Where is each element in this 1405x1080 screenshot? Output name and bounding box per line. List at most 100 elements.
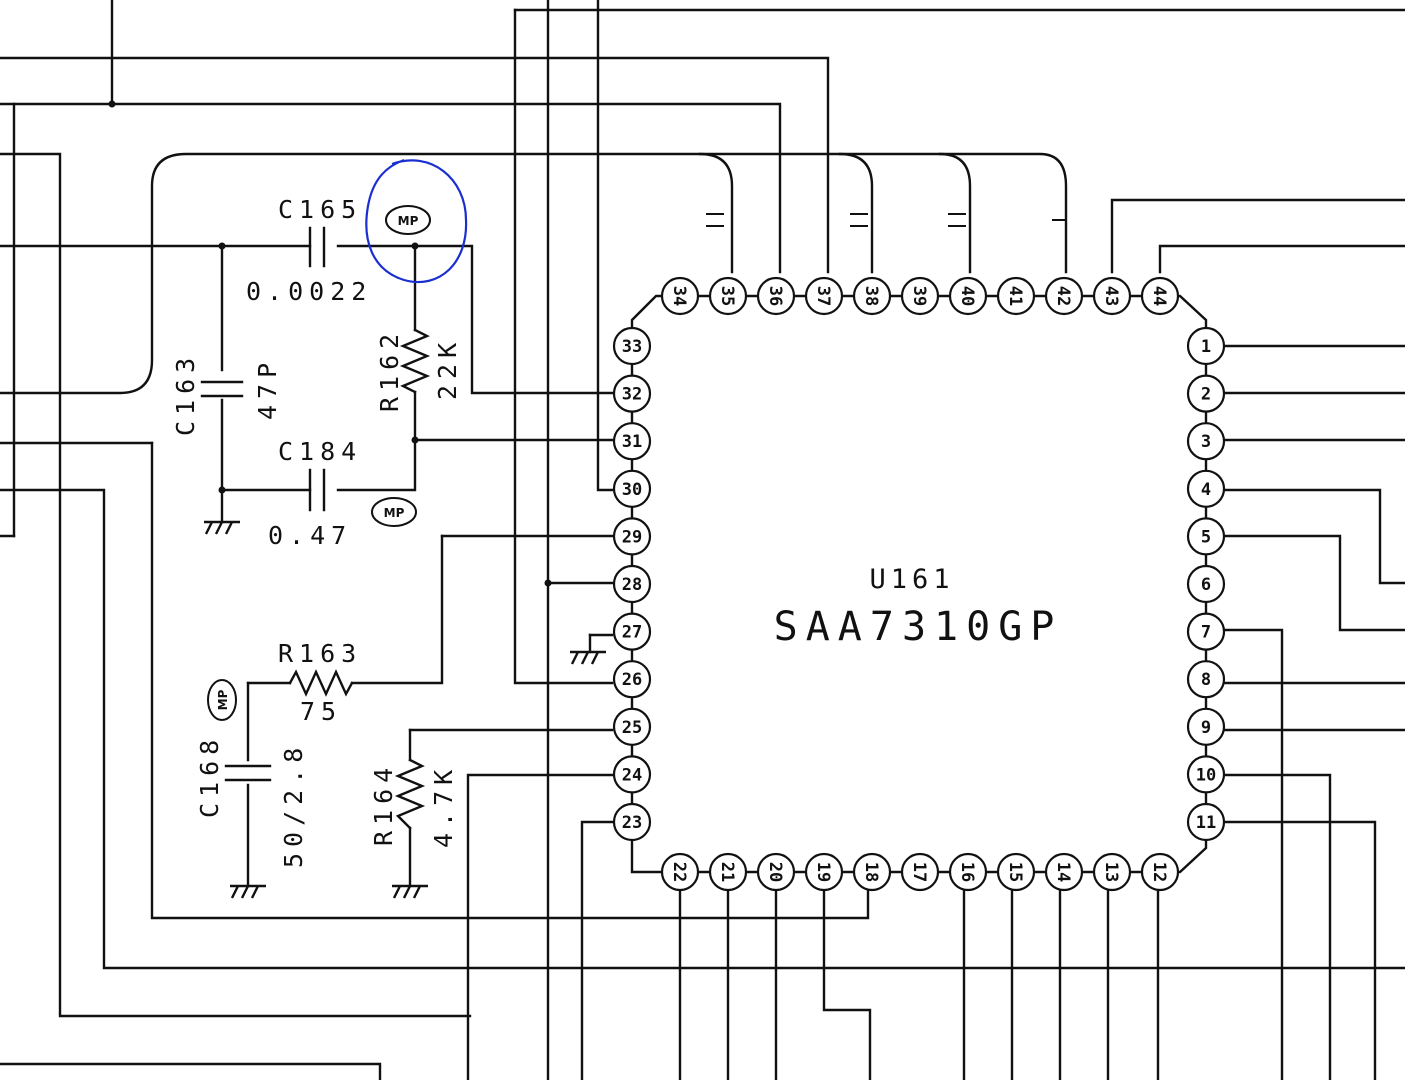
pin-8: 8: [1186, 660, 1226, 699]
c184-ref: C184: [278, 437, 362, 466]
r163-ref: R163: [278, 639, 362, 668]
pin-number-3: 3: [1201, 432, 1211, 452]
pin-number-32: 32: [622, 385, 642, 405]
pin-number-8: 8: [1201, 670, 1211, 690]
pin-43: 43: [1092, 276, 1132, 316]
pin-number-40: 40: [957, 286, 977, 306]
pin-number-19: 19: [813, 862, 833, 882]
resistor-r162: [399, 328, 431, 394]
pin-number-7: 7: [1201, 623, 1211, 643]
pin-number-33: 33: [622, 337, 642, 357]
pin-number-14: 14: [1053, 862, 1073, 882]
pin-2: 2: [1186, 374, 1226, 413]
pin-15: 15: [996, 852, 1036, 892]
r164-value: 4.7K: [429, 764, 458, 848]
pin-number-39: 39: [909, 286, 929, 306]
ground-symbol-c184: [204, 520, 240, 535]
pin-number-16: 16: [957, 862, 977, 882]
pin-number-10: 10: [1196, 765, 1216, 785]
pin-number-27: 27: [622, 623, 642, 643]
pin-14: 14: [1044, 852, 1084, 892]
r164-ref: R164: [369, 762, 398, 846]
pin-33: 33: [612, 326, 652, 366]
pin-number-24: 24: [622, 765, 642, 785]
resistor-r164: [394, 758, 426, 830]
chip-part-number: SAA7310GP: [774, 604, 1063, 650]
resistor-r163: [288, 669, 354, 697]
capacitor-c165: [308, 226, 326, 268]
pin-number-17: 17: [909, 862, 929, 882]
pin-4: 4: [1186, 469, 1226, 508]
pin-5: 5: [1186, 517, 1226, 556]
c168-value: 50/2.8: [279, 742, 308, 868]
pin-31: 31: [612, 422, 652, 461]
pin-28: 28: [612, 564, 652, 604]
pin-number-18: 18: [861, 862, 881, 882]
pin-26: 26: [612, 660, 652, 699]
pin-number-12: 12: [1149, 862, 1169, 882]
pin-number-22: 22: [669, 862, 689, 882]
pin-22: 22: [660, 852, 700, 892]
pin-1: 1: [1186, 326, 1226, 366]
r163-value: 75: [300, 697, 342, 726]
svg-text:MP: MP: [398, 214, 419, 228]
pin-29: 29: [612, 517, 652, 556]
pin-number-29: 29: [622, 527, 642, 547]
ground-symbol-r164: [392, 884, 428, 899]
pin-number-41: 41: [1005, 286, 1025, 306]
pin-number-36: 36: [765, 286, 785, 306]
r162-value: 22K: [433, 337, 462, 400]
pin-number-1: 1: [1201, 337, 1211, 357]
pin-17: 17: [900, 852, 940, 892]
pin-number-4: 4: [1201, 480, 1211, 500]
pins-bottom-side: 22 21 20 19 18 17 16 15 14 13 12: [660, 852, 1180, 892]
hand-drawn-highlight-circle: [365, 158, 468, 283]
pin-number-37: 37: [813, 286, 833, 306]
pin-20: 20: [756, 852, 796, 892]
pin-37: 37: [804, 276, 844, 316]
pin-9: 9: [1186, 707, 1226, 746]
test-point-mp-2: MP: [371, 497, 417, 527]
pin-36: 36: [756, 276, 796, 316]
pin-number-31: 31: [622, 432, 642, 452]
pin-number-21: 21: [717, 862, 737, 882]
pin-number-5: 5: [1201, 527, 1211, 547]
pin-number-2: 2: [1201, 385, 1211, 405]
pin-number-6: 6: [1201, 575, 1211, 595]
pin-number-13: 13: [1101, 862, 1121, 882]
capacitor-c163: [200, 380, 244, 398]
pin-number-23: 23: [622, 813, 642, 833]
c184-value: 0.47: [268, 521, 352, 550]
capacitor-c168: [224, 764, 272, 782]
ground-symbol-pin27: [570, 650, 606, 665]
r162-ref: R162: [375, 328, 404, 412]
pin-16: 16: [948, 852, 988, 892]
pin-number-26: 26: [622, 670, 642, 690]
pin-number-34: 34: [669, 286, 689, 306]
pin-18: 18: [852, 852, 892, 892]
chip-reference-designator: U161: [869, 564, 954, 595]
ground-symbol-c168: [230, 884, 266, 899]
pin-number-38: 38: [861, 286, 881, 306]
pin-40: 40: [948, 276, 988, 316]
c168-ref: C168: [195, 734, 224, 818]
pin-3: 3: [1186, 422, 1226, 461]
pin-27: 27: [612, 612, 652, 651]
pin-number-28: 28: [622, 575, 642, 595]
pin-number-20: 20: [765, 862, 785, 882]
pin-6: 6: [1186, 564, 1226, 604]
pin-19: 19: [804, 852, 844, 892]
pin-35: 35: [708, 276, 748, 316]
pin-number-9: 9: [1201, 718, 1211, 738]
pin-number-44: 44: [1149, 286, 1169, 306]
pin-30: 30: [612, 469, 652, 508]
capacitor-c184: [308, 468, 326, 512]
svg-text:MP: MP: [216, 689, 230, 710]
c163-value: 47P: [253, 357, 282, 420]
pin-23: 23: [612, 802, 652, 842]
pin-13: 13: [1092, 852, 1132, 892]
